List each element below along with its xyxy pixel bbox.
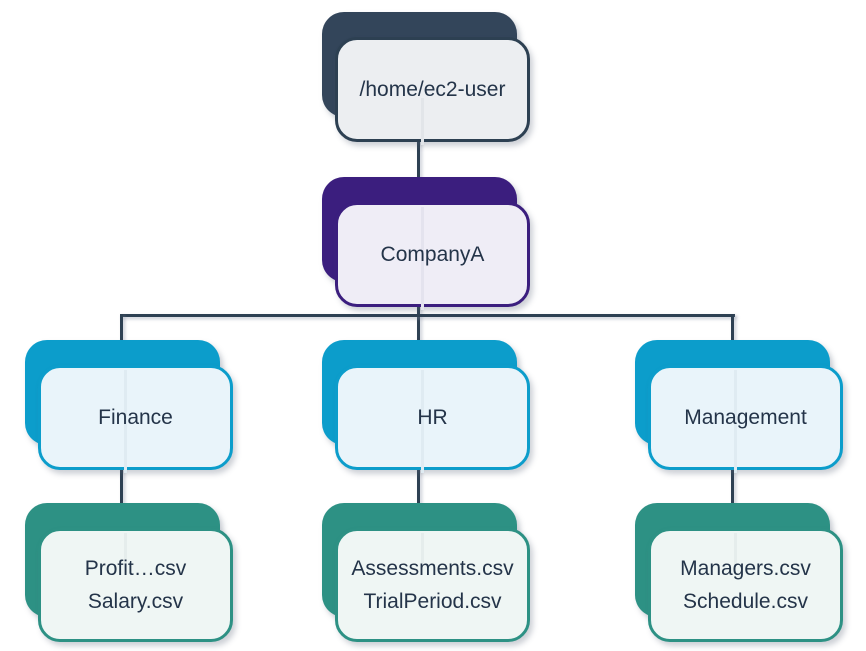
- node-finance-files-front-panel: Profit…csv Salary.csv: [38, 528, 233, 642]
- node-finance-label: Finance: [98, 406, 173, 429]
- connector-passthrough: [421, 207, 424, 310]
- file-name: Profit…csv: [84, 557, 187, 580]
- connector-root-company: [417, 139, 420, 179]
- connector-passthrough: [421, 98, 424, 145]
- node-finance-front-panel: Finance: [38, 365, 233, 473]
- node-finance-files: Profit…csv Salary.csv: [25, 503, 233, 642]
- node-hr-label: HR: [417, 406, 448, 429]
- connector-finance-files: [120, 468, 123, 506]
- node-companya-front-panel: CompanyA: [335, 202, 530, 310]
- connector-passthrough: [124, 533, 127, 565]
- connector-hr-files: [417, 468, 420, 506]
- connector-rail: [120, 314, 735, 317]
- node-management: Management: [635, 340, 843, 473]
- file-name: Assessments.csv: [351, 557, 514, 580]
- node-management-label: Management: [684, 406, 807, 429]
- node-root-front-panel: /home/ec2-user: [335, 37, 530, 145]
- node-hr-files: Assessments.csv TrialPeriod.csv: [322, 503, 530, 642]
- node-companya-label: CompanyA: [380, 243, 485, 266]
- connector-passthrough: [734, 533, 737, 565]
- connector-passthrough: [734, 370, 737, 473]
- node-finance: Finance: [25, 340, 233, 473]
- node-hr-front-panel: HR: [335, 365, 530, 473]
- node-management-front-panel: Management: [648, 365, 843, 473]
- node-management-files: Managers.csv Schedule.csv: [635, 503, 843, 642]
- file-name: Schedule.csv: [683, 590, 808, 613]
- connector-company-rail: [417, 304, 420, 342]
- connector-passthrough: [421, 370, 424, 473]
- connector-rail-finance: [120, 314, 123, 342]
- node-companya: CompanyA: [322, 177, 530, 310]
- file-name: TrialPeriod.csv: [363, 590, 502, 613]
- node-hr: HR: [322, 340, 530, 473]
- connector-passthrough: [124, 370, 127, 473]
- file-name: Salary.csv: [87, 590, 184, 613]
- connector-rail-management: [731, 314, 734, 342]
- node-management-files-front-panel: Managers.csv Schedule.csv: [648, 528, 843, 642]
- file-name: Managers.csv: [680, 557, 811, 580]
- node-root: /home/ec2-user: [322, 12, 530, 145]
- connector-management-files: [731, 468, 734, 506]
- node-hr-files-front-panel: Assessments.csv TrialPeriod.csv: [335, 528, 530, 642]
- connector-passthrough: [421, 533, 424, 565]
- node-root-label: /home/ec2-user: [359, 78, 506, 101]
